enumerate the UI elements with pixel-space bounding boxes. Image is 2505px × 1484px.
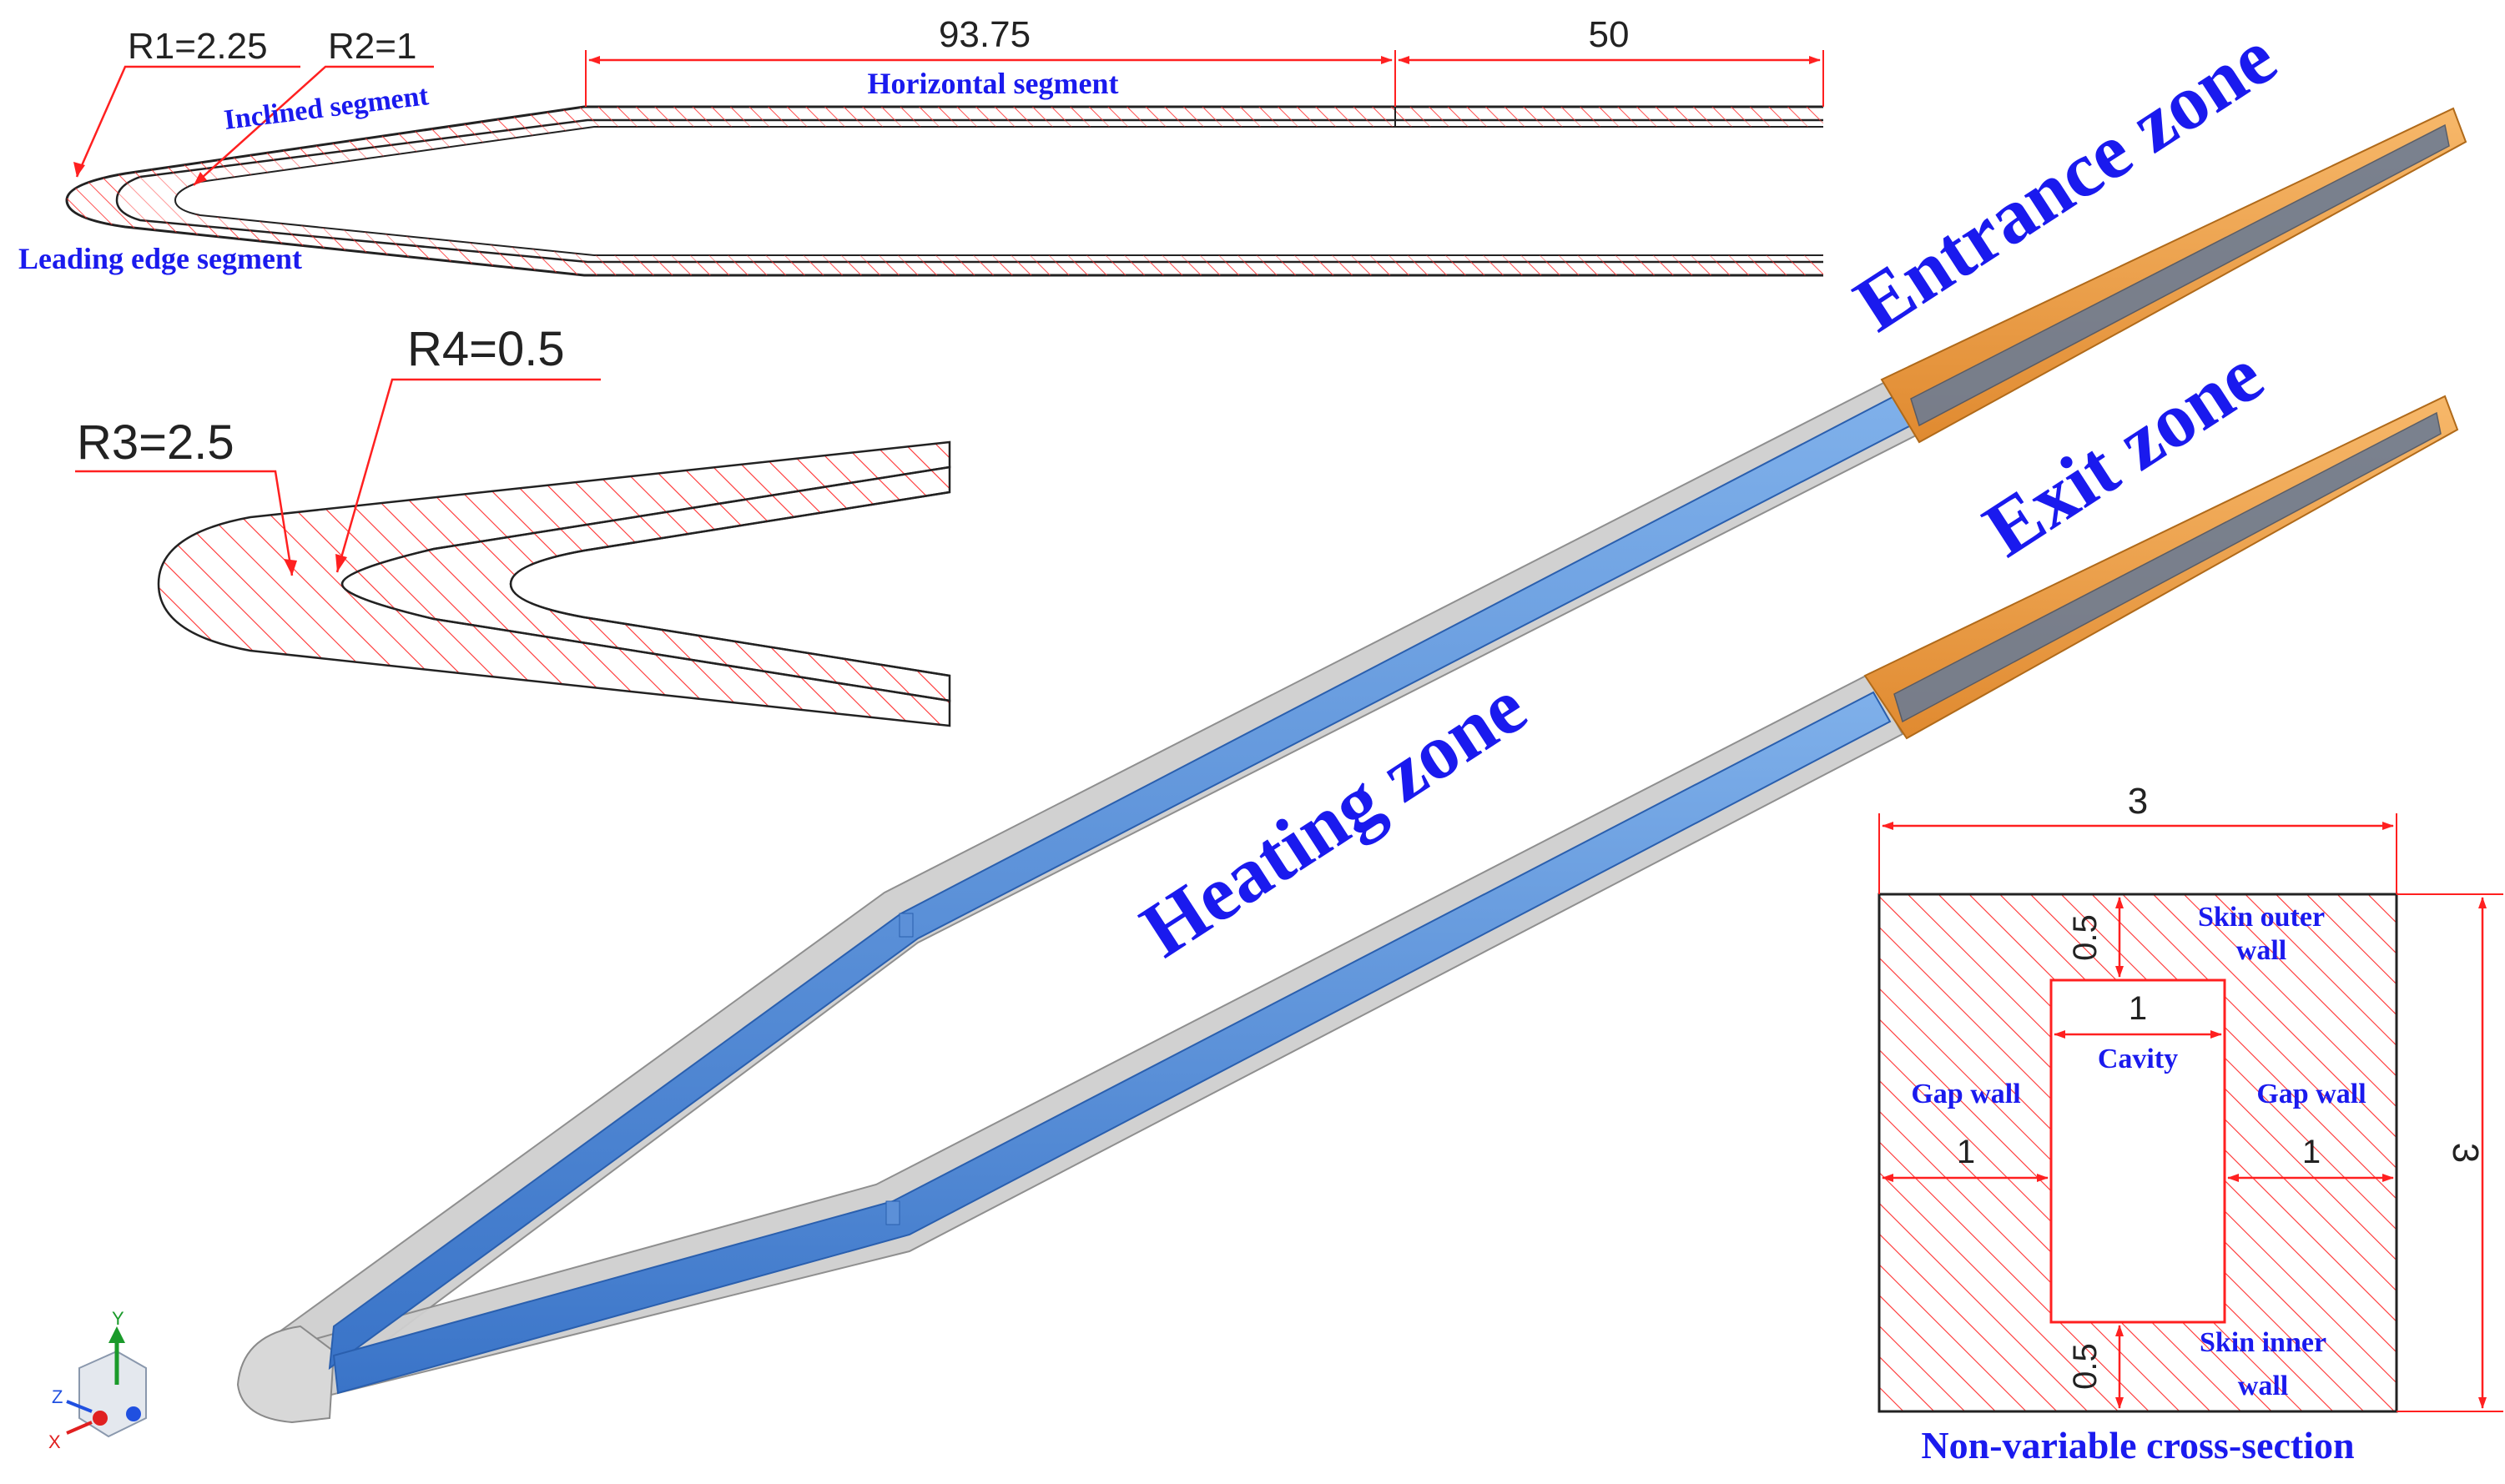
cavity-label: Cavity <box>2098 1044 2178 1074</box>
r2-label: R2=1 <box>328 26 416 67</box>
cross-section: 3 3 0.5 0.5 1 1 1 Skin outer wall Cavity… <box>1877 781 2503 1466</box>
inclined-segment-label: Inclined segment <box>222 80 431 136</box>
horizontal-segment-label: Horizontal segment <box>868 67 1119 100</box>
gap-wall-left-label: Gap wall <box>1911 1079 2020 1109</box>
profile-skin-hatch <box>67 107 1823 275</box>
dim-top-thickness-value: 0.5 <box>2067 914 2104 961</box>
skin-inner-wall-label-1: Skin inner <box>2200 1327 2326 1358</box>
triad-y-label: Y <box>112 1308 124 1329</box>
cross-section-caption: Non-variable cross-section <box>1921 1424 2354 1466</box>
cavity <box>2049 978 2226 1324</box>
r3-leader <box>75 470 294 576</box>
axes-triad: Y Z X <box>48 1308 147 1452</box>
dim-exit-length: 50 <box>1589 14 1630 55</box>
r1-label: R1=2.25 <box>128 26 268 67</box>
detail-view: R3=2.5 R4=0.5 <box>75 322 951 727</box>
top-profile <box>65 100 1823 277</box>
skin-outer-wall-label-1: Skin outer <box>2198 902 2325 933</box>
r2-leader <box>193 65 434 186</box>
dim-width-value: 3 <box>2128 781 2148 822</box>
triad-z-label: Z <box>52 1386 63 1407</box>
top-dimensions: 93.75 50 R1=2.25 R2=1 Inclined segment H… <box>18 14 1824 275</box>
leading-edge-nose <box>236 1325 335 1424</box>
model-3d <box>236 107 2467 1424</box>
r4-label: R4=0.5 <box>407 322 565 376</box>
dim-right-gap-value: 1 <box>2302 1134 2321 1170</box>
leading-edge-segment-label: Leading edge segment <box>18 242 302 275</box>
dim-cavity-width-value: 1 <box>2129 990 2147 1027</box>
r4-leader <box>335 378 601 573</box>
dim-horizontal-length: 93.75 <box>939 14 1031 55</box>
skin-inner-wall-label-2: wall <box>2238 1371 2288 1401</box>
dim-left-gap-value: 1 <box>1957 1134 1975 1170</box>
gap-wall-right-label: Gap wall <box>2256 1079 2366 1109</box>
r1-leader <box>75 65 300 178</box>
profile-outer-shell <box>65 105 1823 277</box>
r3-label: R3=2.5 <box>77 415 234 470</box>
dim-bottom-thickness-value: 0.5 <box>2067 1343 2104 1390</box>
dim-height-value: 3 <box>2445 1143 2486 1163</box>
triad-x-label: X <box>48 1431 61 1452</box>
skin-outer-wall-label-2: wall <box>2236 935 2286 966</box>
